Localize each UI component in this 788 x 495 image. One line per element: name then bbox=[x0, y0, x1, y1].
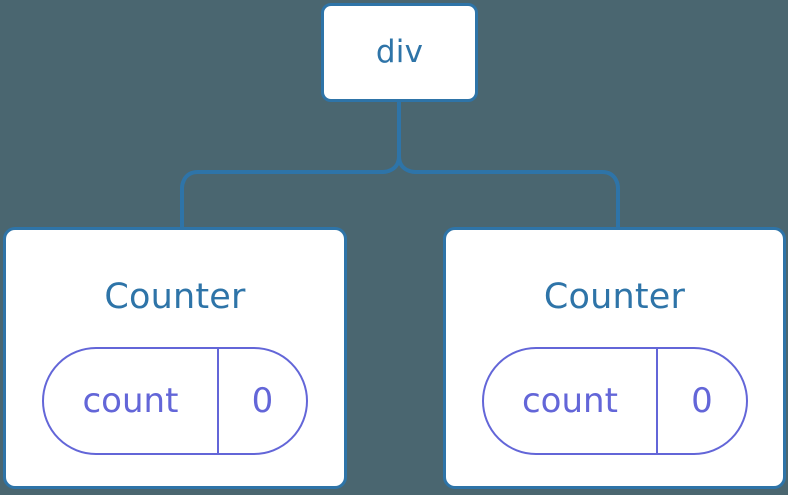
connector-branch-left bbox=[180, 155, 401, 229]
state-value-count-right: 0 bbox=[691, 381, 713, 421]
node-counter-left-label: Counter bbox=[104, 277, 246, 317]
connector-branch-right bbox=[397, 155, 620, 229]
state-value-count-left: 0 bbox=[251, 381, 274, 421]
state-pill-right: count 0 bbox=[481, 347, 748, 455]
state-key-count-right: count bbox=[484, 349, 659, 453]
node-counter-right-label: Counter bbox=[543, 277, 686, 317]
node-div[interactable]: div bbox=[321, 3, 478, 102]
node-counter-right[interactable]: Counter count 0 bbox=[443, 227, 786, 489]
state-key-count-left: count bbox=[44, 349, 219, 453]
state-pill-left: count 0 bbox=[42, 347, 308, 455]
node-div-label: div bbox=[375, 34, 424, 70]
node-counter-left[interactable]: Counter count 0 bbox=[3, 227, 347, 489]
